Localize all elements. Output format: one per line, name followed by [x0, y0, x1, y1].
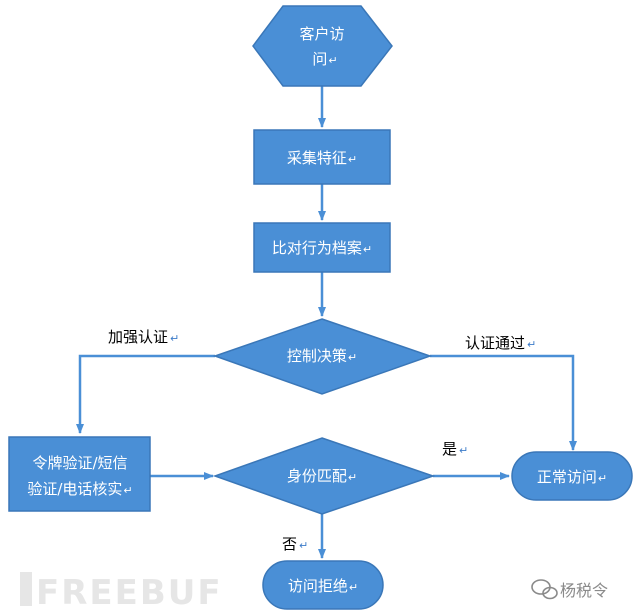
edge-decision-strong-auth — [76, 354, 215, 434]
identity-match-diamond — [212, 437, 436, 515]
watermark-brand: FREEBUF — [36, 573, 223, 613]
deny-label: 访问拒绝↵ — [288, 577, 358, 595]
edge-label-strengthen: 加强认证↵ — [108, 328, 179, 346]
watermark-bar — [20, 572, 32, 606]
node-identity-match: 身份匹配↵ — [212, 437, 436, 515]
node-collect: 采集特征↵ — [253, 129, 391, 185]
node-compare: 比对行为档案↵ — [253, 222, 391, 273]
node-decision: 控制决策↵ — [212, 318, 433, 395]
edge-labels: 加强认证↵ 认证通过↵ 是↵ 否↵ — [108, 328, 536, 553]
strong-auth-box — [8, 436, 151, 512]
node-strong-auth: 令牌验证/短信 验证/电话核实↵ — [8, 436, 151, 512]
start-label-line1: 客户访 — [299, 25, 344, 43]
compare-label: 比对行为档案↵ — [272, 239, 372, 257]
decision-diamond — [212, 318, 433, 395]
edges — [76, 86, 577, 559]
edge-decision-normal — [430, 354, 577, 451]
identity-match-label: 身份匹配↵ — [287, 467, 357, 485]
edge-label-no: 否↵ — [282, 535, 308, 553]
collect-label: 采集特征↵ — [287, 149, 357, 167]
strong-auth-line2: 验证/电话核实↵ — [27, 480, 132, 498]
decision-label: 控制决策↵ — [287, 347, 357, 365]
compare-box — [253, 222, 391, 273]
start-hexagon — [252, 5, 393, 87]
wechat-icon — [531, 579, 558, 600]
deny-box — [262, 560, 384, 610]
normal-label: 正常访问↵ — [537, 468, 607, 486]
edge-label-pass: 认证通过↵ — [465, 334, 536, 352]
node-deny: 访问拒绝↵ — [262, 560, 384, 610]
node-normal: 正常访问↵ — [511, 451, 633, 501]
watermark: FREEBUF 杨税令 — [20, 572, 608, 613]
node-start: 客户访 问↵ — [252, 5, 393, 87]
start-label-line2: 问↵ — [312, 50, 337, 68]
normal-box — [511, 451, 633, 501]
strong-auth-line1: 令牌验证/短信 — [32, 454, 127, 472]
collect-box — [253, 129, 391, 185]
edge-label-yes: 是↵ — [442, 440, 468, 458]
watermark-author: 杨税令 — [560, 581, 608, 600]
